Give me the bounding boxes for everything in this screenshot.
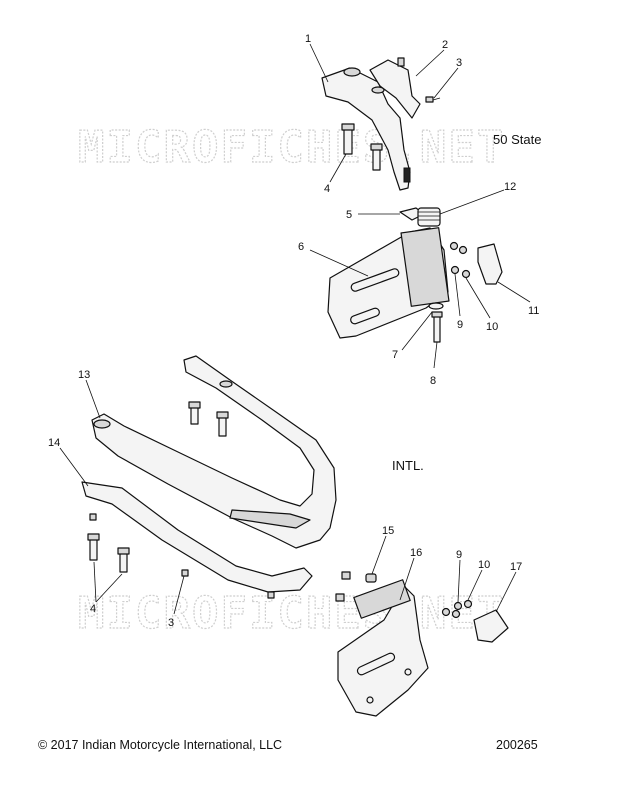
callout-8: 8 [430,375,436,387]
watermark-top: MICROFICHES.NET [78,122,505,173]
callout-1: 1 [305,33,311,45]
part-8-screw [431,311,443,343]
callout-3: 3 [456,57,462,69]
label-50-state: 50 State [493,132,541,147]
part-16-plate-bracket [337,579,429,717]
callout-6: 6 [298,241,304,253]
callout-2: 2 [442,39,448,51]
part-9b-10b-nuts [441,599,473,619]
copyright-text: © 2017 Indian Motorcycle International, … [38,738,283,752]
leader-lines [59,43,531,615]
callout-10: 10 [486,321,498,333]
part-1-bracket [321,67,411,191]
part-4-bolts [341,123,383,171]
callout-11: 11 [528,305,539,317]
callout-17: 17 [510,561,522,573]
part-2-plate [369,59,421,119]
watermark-bottom: MICROFICHES.NET [78,588,505,639]
part-3b-screws [89,513,275,599]
callout-9: 9 [457,319,463,331]
callout-10b: 10 [478,559,490,571]
part-3-screw [425,96,441,103]
part-11-light [477,243,503,285]
part-6-plate-bracket [327,227,450,339]
callout-4b: 4 [90,603,96,615]
callout-4: 4 [324,183,330,195]
part-12-spring [417,207,441,227]
callout-14: 14 [48,437,60,449]
callout-5: 5 [346,209,352,221]
part-17-light [473,609,509,643]
callout-13: 13 [78,369,90,381]
callout-3b: 3 [168,617,174,629]
part-frame-bolts [188,401,229,437]
part-7-washer [428,302,444,310]
part-15-bolt [335,571,377,602]
callout-16: 16 [410,547,422,559]
label-intl: INTL. [392,458,424,473]
callout-12: 12 [504,181,516,193]
callout-9b: 9 [456,549,462,561]
part-4b-bolts [87,533,130,573]
part-top-screw [397,57,405,67]
part-9-10-nuts [449,241,471,279]
diagram-id: 200265 [496,738,538,752]
callout-7: 7 [392,349,398,361]
callout-15: 15 [382,525,394,537]
part-13-frame [91,355,337,549]
part-14-rail [81,481,313,593]
